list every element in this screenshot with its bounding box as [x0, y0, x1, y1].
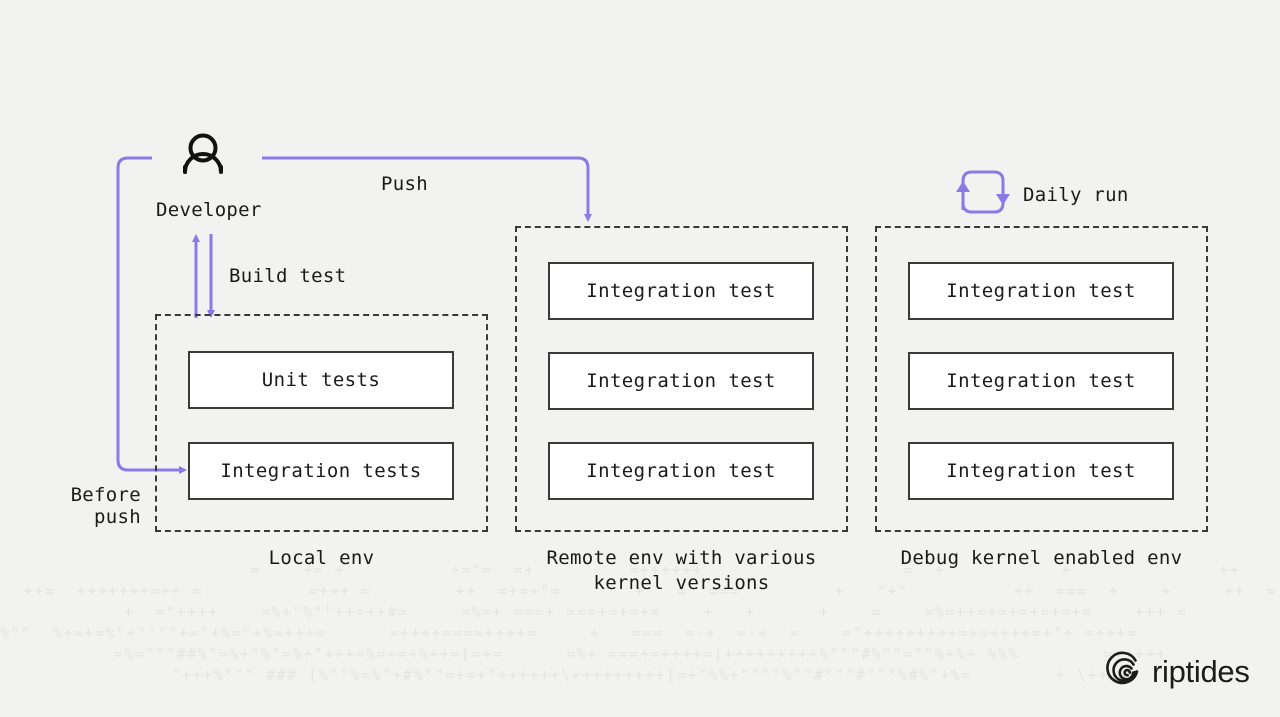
test-box[interactable]: Unit tests	[188, 351, 454, 409]
test-box[interactable]: Integration test	[908, 262, 1174, 320]
group-caption-local: Local env	[268, 547, 375, 569]
build-test-label: Build test	[229, 265, 347, 287]
person-icon	[183, 133, 223, 174]
daily-run-label: Daily run	[1023, 184, 1129, 206]
test-box[interactable]: Integration test	[908, 442, 1174, 500]
push-label: Push	[381, 173, 428, 195]
developer-label: Developer	[156, 199, 262, 221]
group-local-env	[155, 314, 488, 532]
group-caption-remote: Remote env with various kernel versions	[546, 547, 817, 594]
test-box[interactable]: Integration test	[548, 442, 814, 500]
brand-name: riptides	[1152, 653, 1250, 689]
test-box[interactable]: Integration test	[548, 262, 814, 320]
group-caption-debug: Debug kernel enabled env	[900, 547, 1183, 569]
test-box[interactable]: Integration test	[548, 352, 814, 410]
loop-icon	[956, 170, 1010, 214]
group-debug-env	[875, 226, 1208, 532]
test-box[interactable]: Integration tests	[188, 442, 454, 500]
test-box[interactable]: Integration test	[908, 352, 1174, 410]
brand-logo: riptides	[1102, 651, 1250, 691]
group-remote-env	[515, 226, 848, 532]
spiral-icon	[1106, 651, 1139, 685]
before-push-label: Before push	[70, 484, 141, 528]
